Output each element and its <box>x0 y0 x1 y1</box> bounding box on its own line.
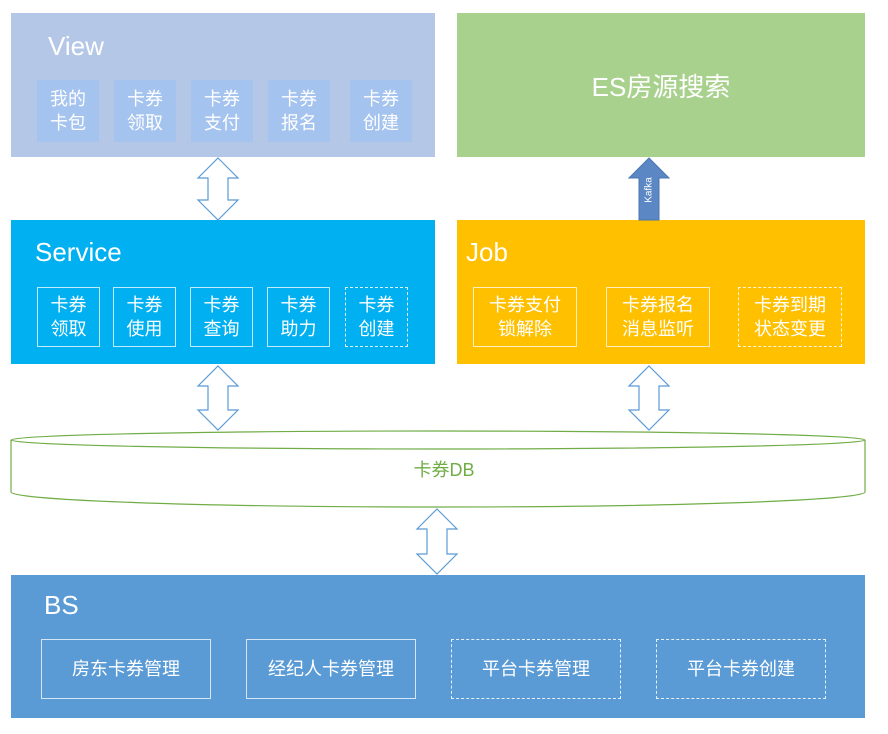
es-title: ES房源搜索 <box>591 71 731 102</box>
view-item-coupon-signup: 卡券 报名 <box>268 80 330 142</box>
bs-title: BS <box>44 590 79 620</box>
job-item-expiry-status: 卡券到期 状态变更 <box>738 287 842 347</box>
service-layer: Service 卡券 领取 卡券 使用 卡券 查询 卡券 助力 卡券 创建 <box>11 220 435 364</box>
bs-item-landlord-coupon-mgmt: 房东卡券管理 <box>41 639 211 699</box>
job-item-payment-unlock: 卡券支付 锁解除 <box>473 287 577 347</box>
service-title: Service <box>35 237 122 267</box>
view-item-coupon-create: 卡券 创建 <box>350 80 412 142</box>
job-item-signup-listener: 卡券报名 消息监听 <box>606 287 710 347</box>
service-item-coupon-query: 卡券 查询 <box>190 287 253 347</box>
view-item-my-card-wallet: 我的 卡包 <box>37 80 99 142</box>
kafka-arrow <box>627 157 671 221</box>
bs-item-platform-coupon-mgmt: 平台卡券管理 <box>451 639 621 699</box>
double-arrow-service-db <box>196 365 240 431</box>
db-cylinder <box>10 430 866 508</box>
job-title: Job <box>466 237 508 267</box>
double-arrow-db-bs <box>415 508 459 575</box>
job-layer: Job 卡券支付 锁解除 卡券报名 消息监听 卡券到期 状态变更 <box>457 220 865 364</box>
service-item-coupon-create: 卡券 创建 <box>345 287 408 347</box>
es-search-layer: ES房源搜索 <box>457 13 865 157</box>
bs-layer: BS 房东卡券管理 经纪人卡券管理 平台卡券管理 平台卡券创建 <box>11 575 865 718</box>
service-item-coupon-assist: 卡券 助力 <box>267 287 330 347</box>
double-arrow-view-service <box>196 157 240 221</box>
kafka-label: Kafka <box>644 177 655 203</box>
service-item-coupon-use: 卡券 使用 <box>113 287 176 347</box>
service-item-coupon-claim: 卡券 领取 <box>37 287 100 347</box>
view-layer: View 我的 卡包 卡券 领取 卡券 支付 卡券 报名 卡券 创建 <box>11 13 435 157</box>
view-title: View <box>48 31 104 61</box>
bs-item-agent-coupon-mgmt: 经纪人卡券管理 <box>246 639 416 699</box>
bs-item-platform-coupon-create: 平台卡券创建 <box>656 639 826 699</box>
view-item-coupon-claim: 卡券 领取 <box>114 80 176 142</box>
db-label: 卡券DB <box>413 460 475 480</box>
view-item-coupon-pay: 卡券 支付 <box>191 80 253 142</box>
double-arrow-job-db <box>627 365 671 431</box>
